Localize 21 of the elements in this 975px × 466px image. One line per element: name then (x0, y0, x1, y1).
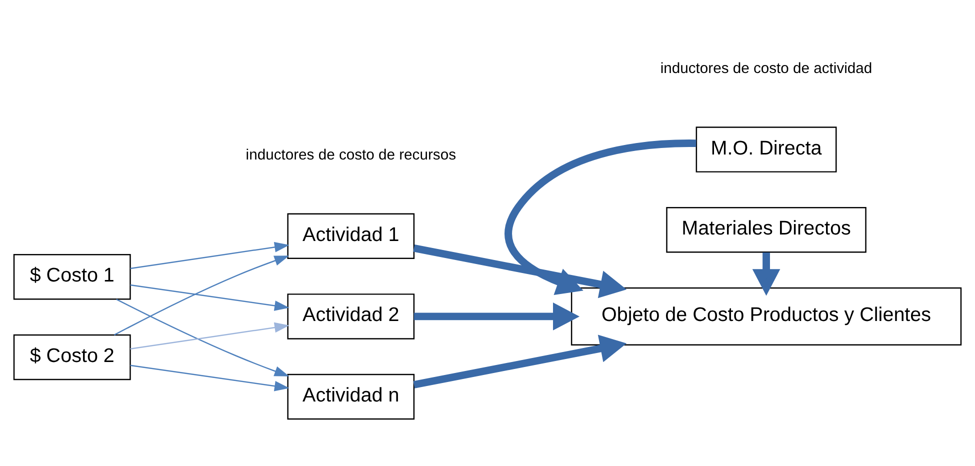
node-box: $ Costo 1 (13, 254, 131, 300)
node-box: Actividad 1 (287, 213, 415, 259)
arrow (130, 284, 290, 311)
arrow (130, 322, 290, 350)
label: inductores de costo de actividad (660, 61, 872, 78)
arrow (413, 334, 627, 388)
node-box: Materiales Directos (666, 207, 866, 253)
arrow (116, 298, 290, 376)
node-box: M.O. Directa (696, 126, 837, 172)
node-box: Actividad n (287, 374, 415, 420)
node-box: $ Costo 2 (13, 334, 131, 380)
label: inductores de costo de recursos (246, 148, 456, 164)
node-box: Objeto de Costo Productos y Clientes (570, 287, 962, 346)
arrow (413, 244, 627, 298)
arrow (114, 256, 290, 336)
arrow (130, 364, 290, 392)
arrow (504, 140, 696, 296)
arrow (414, 302, 580, 330)
node-box: Actividad 2 (287, 294, 415, 340)
arrow (752, 252, 780, 296)
arrow (130, 242, 290, 270)
